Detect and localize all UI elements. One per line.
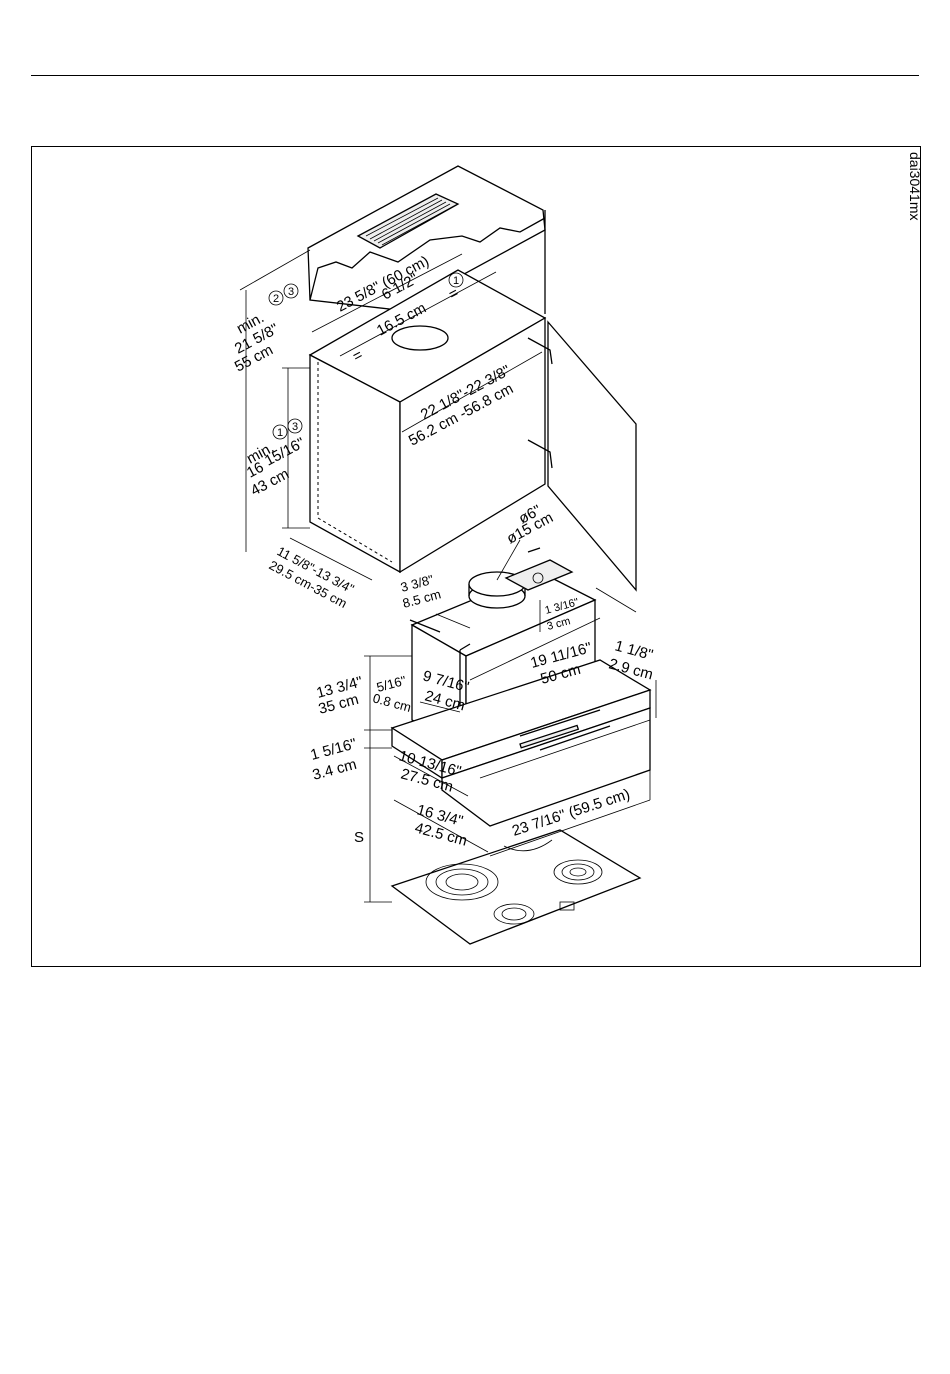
note-1-circle-icon: 1 [448,272,464,288]
svg-text:3: 3 [288,286,294,298]
burner-large-icon [425,863,499,901]
header-rule [31,75,919,76]
burner-back-icon [503,839,553,852]
burner-front-icon [493,903,535,925]
figure-frame [31,146,921,967]
cabinet-side-in-a: 16 [244,459,267,482]
control-offset-cm: 3 cm [546,615,572,633]
range-hood [390,547,652,827]
svg-text:1: 1 [277,427,283,439]
cabinet-dimension-lines [239,249,543,581]
cabinet-door [547,320,637,592]
clearance-s-label: S [354,829,364,846]
note-1b-circle-icon: 1 [272,424,288,440]
svg-text:3: 3 [292,421,298,433]
ceiling-vent-icon [356,193,460,249]
figure-code: dai3041mx [907,152,923,221]
inset-cm: 0.8 cm [371,690,413,715]
duct-cutout-icon [391,325,449,351]
cooktop [390,829,642,945]
svg-text:2: 2 [273,293,279,305]
control-box-icon [504,559,574,591]
svg-text:1: 1 [453,275,459,287]
note-2-circle-icon: 2 [268,290,284,306]
note-3-circle-icon: 3 [283,283,299,299]
cooktop-control-icon [559,901,575,911]
note-3b-circle-icon: 3 [287,418,303,434]
hood-dimension-lines [364,539,657,903]
upper-cabinet [307,165,637,592]
burner-right-icon [553,859,603,885]
